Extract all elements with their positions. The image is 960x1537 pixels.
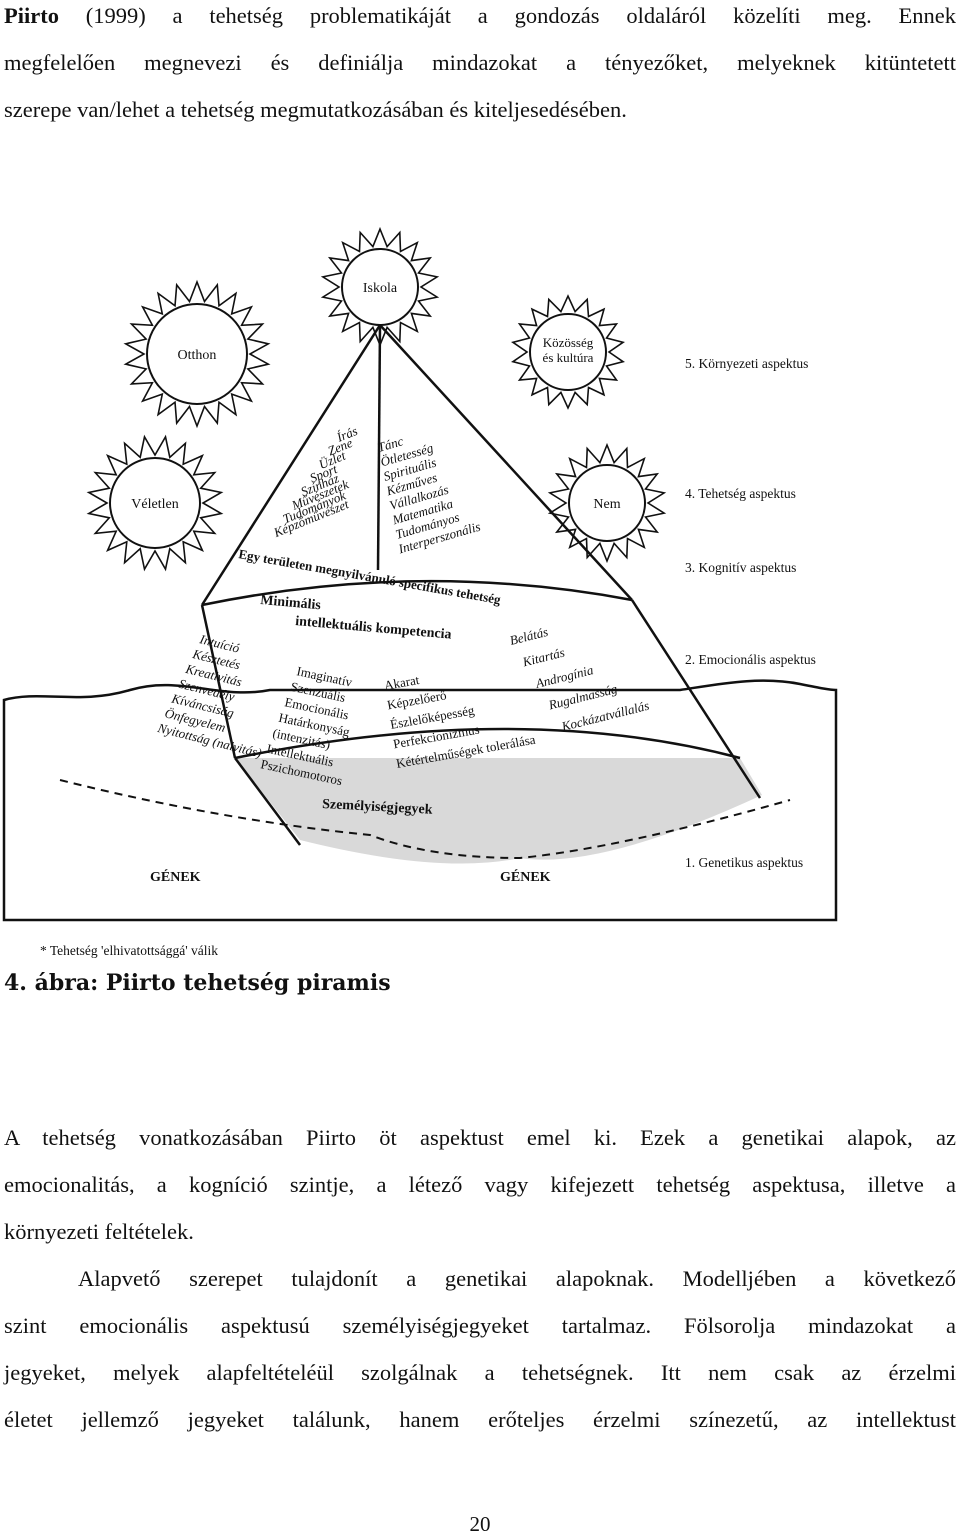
emotional-trait-col4: Kitartás — [520, 645, 566, 670]
sun-label-kozosseg-2: és kultúra — [543, 350, 594, 365]
sun-body — [568, 464, 646, 542]
emotional-column-1: IntuícióKésztetésKreativitásSzenvedélyKí… — [155, 631, 263, 760]
sun-rays — [547, 442, 667, 564]
genes-right: GÉNEK — [500, 868, 551, 885]
body1-line-2: emocionalitás, a kogníció szintje, a lét… — [4, 1172, 956, 1197]
sun-label-veletlen: Véletlen — [131, 497, 178, 512]
minimal-line-2: intellektuális kompetencia — [295, 614, 452, 643]
emotional-trait-col4: Belátás — [508, 624, 549, 648]
sun-rays — [123, 279, 271, 429]
emotional-column-4: BelátásKitartásAndrogíniaRugalmasságKock… — [508, 624, 651, 734]
sun-kozosseg — [511, 294, 625, 410]
body2-line-1: Alapvető szerepet tulajdonít a genetikai… — [78, 1266, 956, 1291]
sun-rays — [511, 294, 625, 410]
sun-iskola — [320, 226, 440, 348]
sun-body — [529, 313, 607, 391]
sun-rays — [86, 434, 224, 572]
base-band-label: Személyiségjegyek — [322, 797, 433, 818]
sun-label-iskola: Iskola — [363, 281, 398, 296]
sun-otthon — [123, 279, 271, 429]
aspect-4: 4. Tehetség aspektus — [685, 486, 796, 501]
sun-label-nem: Nem — [593, 497, 620, 512]
aspect-labels: 5. Környezeti aspektus 4. Tehetség aspek… — [685, 356, 816, 870]
base-band-shading — [235, 758, 762, 864]
body-paragraph-2: Alapvető szerepet tulajdonít a genetikai… — [4, 1255, 956, 1443]
aspect-5: 5. Környezeti aspektus — [685, 356, 808, 371]
left-talent-list: ÍrásZeneÜzletSportSzínházMűvészetekTudom… — [271, 423, 360, 540]
author-name: Piirto — [4, 3, 59, 28]
sun-body — [146, 303, 248, 405]
figure-footnote: * Tehetség 'elhivatottsággá' válik — [40, 943, 218, 958]
figure-caption: 4. ábra: Piirto tehetség piramis — [4, 970, 391, 996]
sun-body — [341, 248, 419, 326]
intro-line-1: Piirto (1999) a tehetség problematikáját… — [4, 3, 956, 28]
body1-line-3: környezeti feltételek. — [4, 1219, 194, 1244]
body2-line-3: jegyeket, melyek alapfeltételéül szolgál… — [4, 1360, 956, 1385]
intro-line-2: megfelelően megnevezi és definiálja mind… — [4, 50, 956, 75]
emotional-trait-col4: Androgínia — [533, 662, 595, 691]
aspect-3: 3. Kognitív aspektus — [685, 560, 796, 575]
minimal-line-1: Minimális — [260, 593, 322, 613]
intro-line-3: szerepe van/lehet a tehetség megmutatkoz… — [4, 97, 627, 122]
intro-paragraph: Piirto (1999) a tehetség problematikáját… — [4, 0, 956, 133]
sun-nem — [547, 442, 667, 564]
genes-left: GÉNEK — [150, 868, 201, 885]
emotional-column-3: AkaratKépzelőerőÉszlelőképességPerfekcio… — [383, 672, 537, 771]
sun-veletlen — [86, 434, 224, 572]
sun-rays — [320, 226, 440, 348]
right-talent-list: TáncÖtletességSpirituálisKézművesVállalk… — [376, 433, 482, 556]
page-number: 20 — [469, 1512, 491, 1536]
right-talent-item: Tánc — [376, 433, 405, 455]
emotional-trait-col3: Akarat — [383, 672, 421, 693]
body-paragraph-1: A tehetség vonatkozásában Piirto öt aspe… — [4, 1114, 956, 1255]
sun-label-kozosseg-1: Közösség — [543, 335, 594, 350]
sun-body — [109, 457, 201, 549]
aspect-2: 2. Emocionális aspektus — [685, 652, 816, 667]
pyramid-dashed-base — [59, 779, 791, 860]
body2-line-2: szint emocionális aspektusú személyiségj… — [4, 1313, 956, 1338]
landscape-ground — [2, 679, 838, 922]
body2-line-4: életet jellemző jegyeket találunk, hanem… — [4, 1407, 956, 1432]
sun-label-otthon: Otthon — [178, 348, 217, 363]
piirto-pyramid-figure: Iskola Otthon Közösség és kultúra Véletl… — [2, 226, 838, 958]
body1-line-1: A tehetség vonatkozásában Piirto öt aspe… — [4, 1125, 956, 1150]
aspect-1: 1. Genetikus aspektus — [685, 855, 803, 870]
